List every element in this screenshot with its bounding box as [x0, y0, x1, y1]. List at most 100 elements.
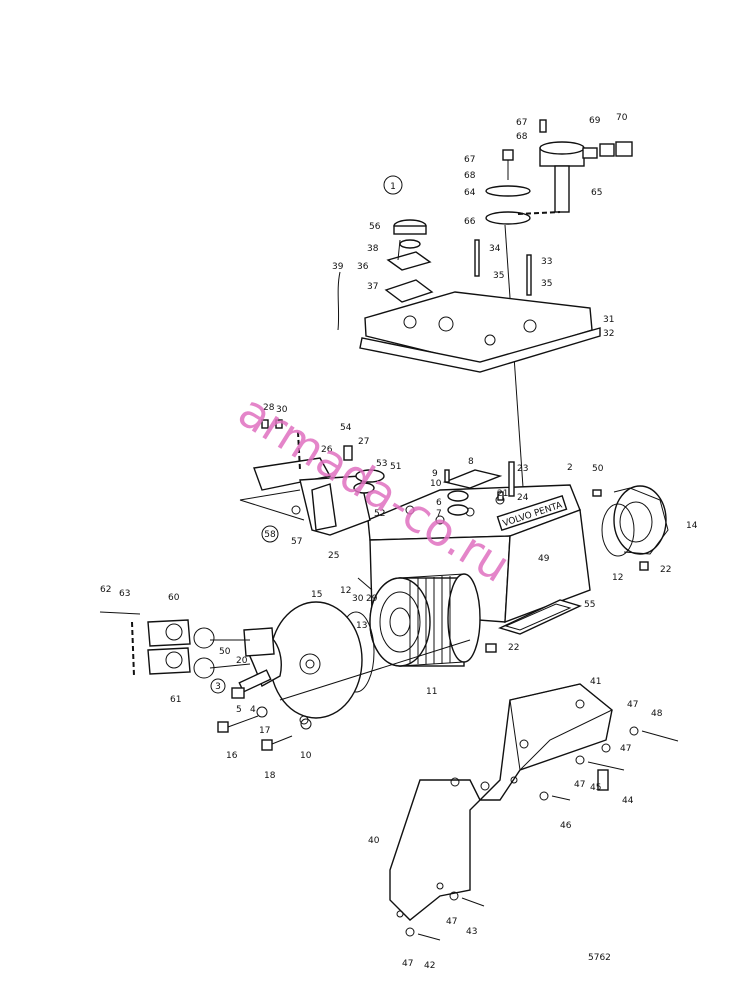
- callout-label: 42: [424, 961, 435, 971]
- callout-label: 43: [466, 927, 477, 937]
- callout-label: 4: [250, 705, 256, 715]
- callout-circle: [261, 525, 279, 543]
- callout-label: 57: [291, 537, 302, 547]
- callout-label: 40: [368, 836, 380, 846]
- callout-label: 68: [464, 171, 476, 181]
- callout-label: 56: [369, 222, 381, 232]
- callout-label: 47: [402, 959, 413, 969]
- callout-label: 46: [560, 821, 572, 831]
- callout-label: 67: [464, 155, 475, 165]
- callout-label: 38: [367, 244, 379, 254]
- callout-label: 69: [589, 116, 601, 126]
- sender-assembly: [485, 119, 633, 561]
- callout-label: 45: [590, 783, 601, 793]
- callout-label: 23: [517, 464, 528, 474]
- filler-cap-assembly: [337, 219, 434, 331]
- lower-bolts: [217, 639, 471, 751]
- callout-label: 63: [119, 589, 130, 599]
- callout-label: 68: [516, 132, 528, 142]
- callout-label: 5: [236, 705, 242, 715]
- callout-label: 28: [263, 403, 275, 413]
- mounting-bracket: [389, 683, 613, 921]
- callout-label: 24: [517, 493, 529, 503]
- callout-label: 39: [332, 262, 344, 272]
- callout-label: 70: [616, 113, 628, 123]
- callout-label: 52: [374, 509, 385, 519]
- callout-label: 51: [390, 462, 401, 472]
- side-manifold: [239, 419, 385, 536]
- callout-label: 15: [311, 590, 322, 600]
- callout-label: 33: [541, 257, 552, 267]
- callout-label: 62: [100, 585, 111, 595]
- callout-label: 25: [328, 551, 339, 561]
- callout-label: 53: [376, 459, 387, 469]
- drawing-number: 5762: [588, 953, 611, 963]
- callout-label: 60: [168, 593, 180, 603]
- callout-label: 54: [340, 423, 352, 433]
- connection-flanges: [99, 611, 251, 679]
- top-fittings: [442, 461, 515, 516]
- group-marker-1: 1: [383, 175, 403, 195]
- group-marker-1-label: 1: [390, 182, 396, 192]
- callout-label: 6: [436, 498, 442, 508]
- callout-label: 13: [356, 621, 367, 631]
- callout-label: 9: [432, 469, 438, 479]
- callout-label: 41: [590, 677, 601, 687]
- callout-labels: 67 68 69 70 67 68 64 65 66 56 38 34 33 3…: [100, 113, 698, 971]
- callout-label: 30: [276, 405, 288, 415]
- callout-label: 14: [686, 521, 698, 531]
- callout-label: 10: [300, 751, 312, 761]
- callout-label: 36: [357, 262, 369, 272]
- callout-label: 47: [446, 917, 457, 927]
- callout-label: 22: [660, 565, 671, 575]
- callout-label: 18: [264, 771, 276, 781]
- callout-label: 65: [591, 188, 602, 198]
- callout-label: 20: [236, 656, 248, 666]
- callout-label: 32: [603, 329, 614, 339]
- group-marker-3-label: 3: [215, 682, 221, 692]
- end-cover-right: [592, 485, 669, 571]
- callout-label: 11: [426, 687, 437, 697]
- callout-label: 34: [489, 244, 501, 254]
- callout-label: 8: [468, 457, 474, 467]
- callout-label: 58: [264, 530, 276, 540]
- callout-label: 48: [651, 709, 663, 719]
- bracket-bolts: [405, 726, 679, 941]
- callout-label: 37: [367, 282, 378, 292]
- callout-label: 10: [430, 479, 442, 489]
- callout-label: 35: [493, 271, 504, 281]
- callout-label: 55: [584, 600, 595, 610]
- callout-label: 17: [259, 726, 270, 736]
- callout-label: 27: [358, 437, 369, 447]
- callout-label: 26: [321, 445, 333, 455]
- callout-label: 50: [592, 464, 604, 474]
- callout-label: 67: [516, 118, 527, 128]
- gasket-plate: [485, 599, 582, 653]
- callout-label: 30: [352, 594, 364, 604]
- callout-label: 50: [219, 647, 231, 657]
- water-pump-cover: [238, 601, 363, 725]
- callout-label: 61: [170, 695, 181, 705]
- group-marker-3: 3: [210, 678, 226, 694]
- callout-label: 7: [436, 509, 442, 519]
- cylinder-head-cover: [359, 239, 601, 373]
- callout-label: 66: [464, 217, 476, 227]
- callout-label: 12: [340, 586, 351, 596]
- callout-label: 29: [366, 594, 378, 604]
- callout-label: 47: [620, 744, 631, 754]
- strainer-filter: [337, 573, 481, 693]
- callout-label: 35: [541, 279, 552, 289]
- callout-label: 64: [464, 188, 476, 198]
- callout-label: 44: [622, 796, 634, 806]
- callout-label: 21: [497, 489, 508, 499]
- callout-label: 49: [538, 554, 550, 564]
- callout-label: 12: [612, 573, 623, 583]
- callout-label: 16: [226, 751, 238, 761]
- callout-label: 22: [508, 643, 519, 653]
- callout-label: 2: [567, 463, 573, 473]
- callout-label: 47: [627, 700, 638, 710]
- callout-label: 31: [603, 315, 614, 325]
- callout-label: 47: [574, 780, 585, 790]
